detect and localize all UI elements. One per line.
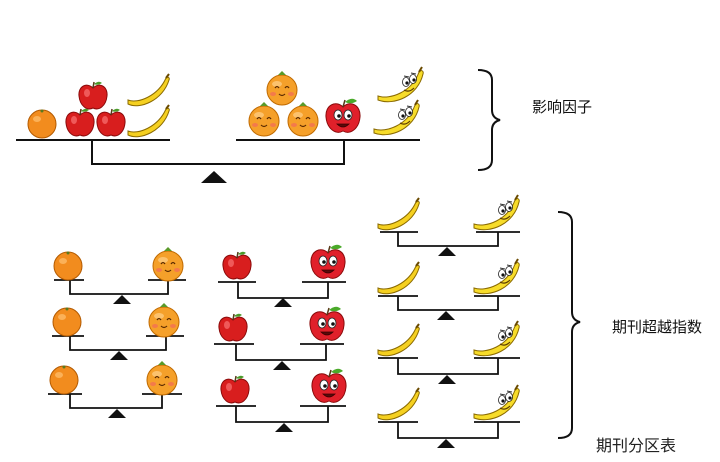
smiling-orange-icon <box>266 70 298 106</box>
apple-icon <box>218 312 248 342</box>
banana-icon <box>377 387 421 421</box>
orange-balance <box>52 302 184 360</box>
apple-icon <box>65 107 95 137</box>
banana-balance <box>377 194 521 256</box>
apple-icon <box>78 80 108 110</box>
fulcrum-icon <box>113 295 131 304</box>
banana-balance <box>377 258 521 320</box>
orange-icon <box>52 307 82 337</box>
apple-balance <box>218 243 346 307</box>
apple-icon <box>220 374 250 404</box>
fulcrum-icon <box>438 247 456 256</box>
smiling-banana-icon <box>473 384 521 421</box>
smiling-apple-icon <box>309 305 345 341</box>
banana-icon <box>127 104 171 138</box>
right-brace-icon <box>557 211 581 439</box>
smiling-orange-icon <box>248 101 280 137</box>
fulcrum-icon <box>438 375 456 384</box>
banana-balance <box>377 384 521 448</box>
fulcrum-icon <box>273 361 291 370</box>
fulcrum-icon <box>110 351 128 360</box>
smiling-orange-icon <box>287 101 319 137</box>
smiling-banana-icon <box>473 258 521 295</box>
smiling-orange-icon <box>146 360 178 396</box>
smiling-banana-icon <box>377 66 425 103</box>
orange-icon <box>53 251 83 281</box>
apple-balance-column <box>214 243 347 432</box>
orange-icon <box>49 365 79 395</box>
journal-partition-table-label: 期刊分区表 <box>596 436 677 455</box>
smiling-apple-icon <box>310 243 346 279</box>
fulcrum-icon <box>275 423 293 432</box>
smiling-banana-icon <box>473 194 521 231</box>
apple-balance <box>216 367 347 432</box>
orange-balance <box>53 246 186 304</box>
orange-icon <box>27 109 57 139</box>
journal-surpass-index-label: 期刊超越指数 <box>612 318 703 336</box>
right-brace-icon <box>477 69 501 171</box>
banana-balance-column <box>377 194 521 448</box>
apple-icon <box>222 250 252 280</box>
apple-balance <box>214 305 345 370</box>
smiling-apple-icon <box>325 97 361 133</box>
orange-balance-column <box>48 246 186 418</box>
fulcrum-icon <box>437 439 455 448</box>
smiling-orange-icon <box>152 246 184 282</box>
smiling-banana-icon <box>373 99 421 136</box>
smiling-orange-icon <box>148 302 180 338</box>
banana-balance <box>377 320 521 384</box>
influence-factor-balance <box>16 66 425 183</box>
banana-icon <box>377 261 421 295</box>
orange-balance <box>48 360 182 418</box>
banana-icon <box>127 73 171 107</box>
fulcrum-icon <box>274 298 292 307</box>
fulcrum-icon <box>108 409 126 418</box>
banana-icon <box>377 323 421 357</box>
banana-icon <box>377 197 421 231</box>
smiling-banana-icon <box>473 320 521 357</box>
apple-icon <box>96 107 126 137</box>
smiling-apple-icon <box>311 367 347 403</box>
influence-factor-label: 影响因子 <box>532 98 593 116</box>
fulcrum-icon <box>437 311 455 320</box>
fulcrum-icon <box>201 171 227 183</box>
